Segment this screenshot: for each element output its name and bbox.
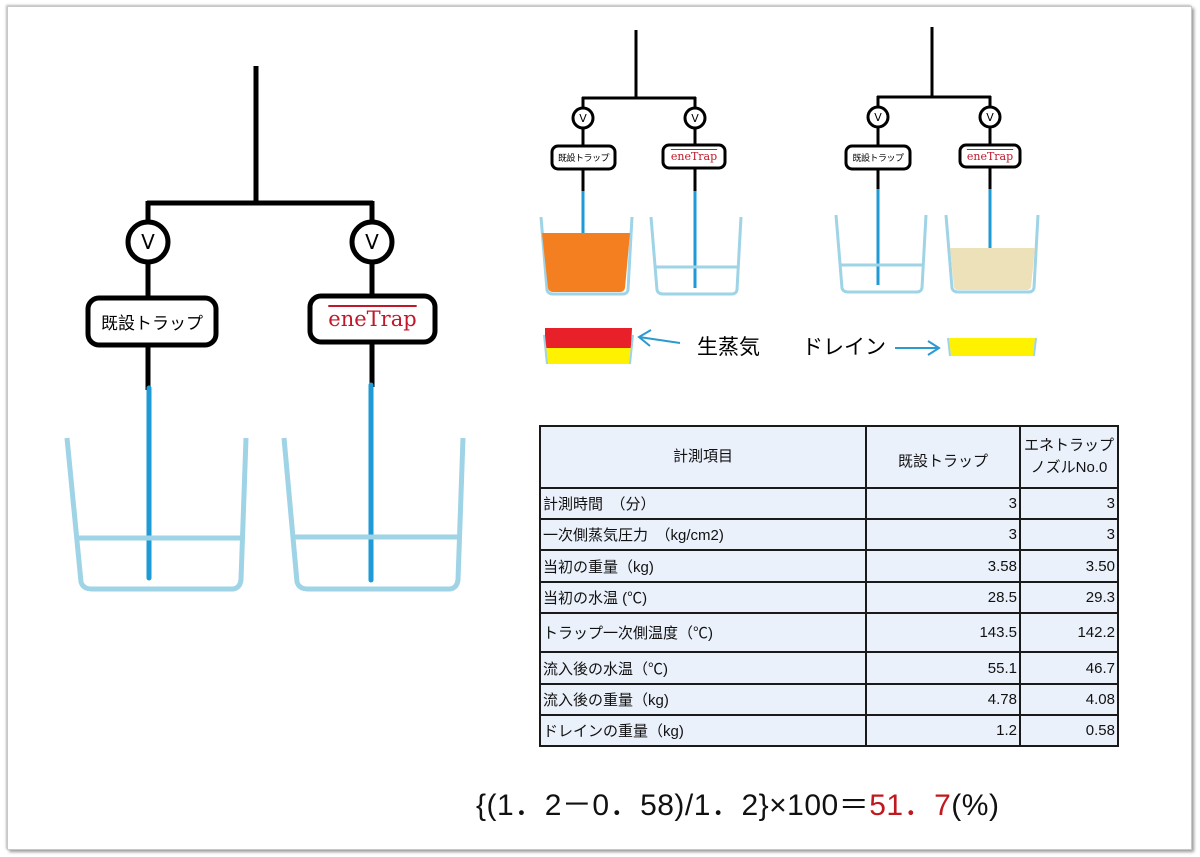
measurement-table: 計測項目 既設トラップ エネトラップ ノズルNo.0 計測時間 （分） 3 3 … <box>539 425 1119 747</box>
existing-trap-box <box>85 295 219 348</box>
enetrap-label: eneTrap <box>670 150 718 163</box>
row-existing-value: 1.2 <box>865 714 1021 747</box>
left-bucket <box>539 216 634 296</box>
legend-drain-label: ドレイン <box>802 335 886 359</box>
legend-cup-edge <box>543 334 548 365</box>
formula-result: 51．7 <box>869 789 952 822</box>
row-existing-value: 3 <box>865 518 1021 551</box>
header-item: 計測項目 <box>539 425 867 489</box>
table-row: トラップ一次側温度（℃) 143.5 142.2 <box>539 612 1119 653</box>
row-existing-value: 3 <box>865 487 1021 520</box>
table-row: 流入後の水温（℃) 55.1 46.7 <box>539 651 1119 685</box>
left-bucket <box>834 214 928 294</box>
row-item: トラップ一次側温度（℃) <box>539 612 867 653</box>
row-enetrap-value: 29.3 <box>1019 581 1119 614</box>
valve-symbol: V <box>691 111 699 125</box>
large-diagram <box>64 66 466 592</box>
row-item: ドレインの重量（kg) <box>539 714 867 747</box>
reduction-formula: {(1．2－0．58)/1．2}×100＝51．7(%) <box>476 780 999 824</box>
arrow-right-icon <box>895 340 941 356</box>
small-diagram-before <box>539 30 743 296</box>
small-diagram-after <box>834 27 1040 294</box>
legend-cup-edge <box>1033 337 1037 357</box>
header-enetrap-line2: ノズルNo.0 <box>1030 459 1108 476</box>
legend-live-steam-label: 生蒸気 <box>697 335 760 359</box>
legend <box>543 328 1037 365</box>
drain-swatch-mixed <box>545 348 631 364</box>
left-bucket <box>64 437 249 592</box>
right-bucket <box>281 437 466 592</box>
table-header-row: 計測項目 既設トラップ エネトラップ ノズルNo.0 <box>539 425 1119 489</box>
row-existing-value: 28.5 <box>865 581 1021 614</box>
row-item: 当初の水温 (℃) <box>539 581 867 614</box>
row-item: 当初の重量（kg) <box>539 549 867 583</box>
row-existing-value: 4.78 <box>865 683 1021 716</box>
table-row: 計測時間 （分） 3 3 <box>539 487 1119 520</box>
enetrap-label: eneTrap <box>328 307 417 331</box>
steam-filled-water <box>542 233 630 292</box>
row-item: 流入後の重量（kg) <box>539 683 867 716</box>
row-item: 計測時間 （分） <box>539 487 867 520</box>
valve-symbol: V <box>365 230 379 254</box>
table-row: 当初の水温 (℃) 28.5 29.3 <box>539 581 1119 614</box>
valve-symbol: V <box>986 110 994 124</box>
table-row: 当初の重量（kg) 3.58 3.50 <box>539 549 1119 583</box>
drain-filled-water <box>950 248 1035 290</box>
row-item: 流入後の水温（℃) <box>539 651 867 685</box>
row-enetrap-value: 46.7 <box>1019 651 1119 685</box>
formula-expression: {(1．2－0．58)/1．2}×100＝ <box>476 789 870 822</box>
row-enetrap-value: 3 <box>1019 518 1119 551</box>
formula-unit: (%) <box>951 789 1000 822</box>
enetrap-label: eneTrap <box>966 149 1014 163</box>
header-enetrap-line1: エネトラップ <box>1023 437 1114 454</box>
row-enetrap-value: 3.50 <box>1019 549 1119 583</box>
row-existing-value: 55.1 <box>865 651 1021 685</box>
live-steam-swatch <box>545 328 632 348</box>
row-existing-value: 143.5 <box>865 612 1021 653</box>
existing-trap-label: 既設トラップ <box>101 314 203 334</box>
table-row: 一次側蒸気圧力 （kg/cm2) 3 3 <box>539 518 1119 551</box>
row-existing-value: 3.58 <box>865 549 1021 583</box>
right-bucket <box>944 214 1040 294</box>
arrow-left-icon <box>637 329 681 347</box>
right-bucket <box>649 216 743 296</box>
legend-cup-edge <box>629 334 634 365</box>
legend-cup-edge <box>947 337 951 357</box>
valve-symbol: V <box>579 111 587 125</box>
table-row: ドレインの重量（kg) 1.2 0.58 <box>539 714 1119 747</box>
row-enetrap-value: 4.08 <box>1019 683 1119 716</box>
row-enetrap-value: 0.58 <box>1019 714 1119 747</box>
existing-trap-label: 既設トラップ <box>557 154 610 164</box>
row-item: 一次側蒸気圧力 （kg/cm2) <box>539 518 867 551</box>
row-enetrap-value: 142.2 <box>1019 612 1119 653</box>
header-existing: 既設トラップ <box>865 425 1021 489</box>
valve-symbol: V <box>141 230 155 254</box>
table-row: 流入後の重量（kg) 4.78 4.08 <box>539 683 1119 716</box>
drain-swatch <box>949 338 1035 356</box>
header-enetrap: エネトラップ ノズルNo.0 <box>1019 425 1119 489</box>
row-enetrap-value: 3 <box>1019 487 1119 520</box>
existing-trap-label: 既設トラップ <box>852 154 904 164</box>
valve-symbol: V <box>874 110 882 124</box>
